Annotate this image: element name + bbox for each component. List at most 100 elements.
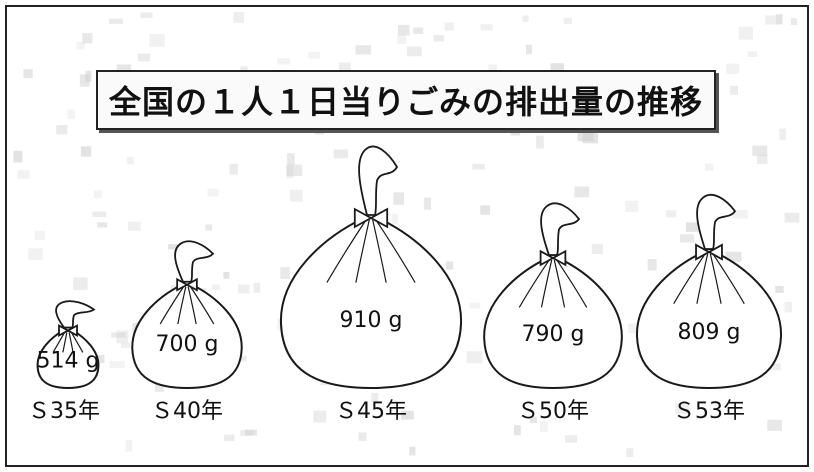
background-speckle	[666, 210, 677, 218]
background-speckle	[85, 70, 92, 82]
background-speckle	[563, 17, 573, 24]
year-label: Ｓ35年	[28, 399, 100, 424]
background-speckle	[207, 188, 219, 197]
background-speckle	[536, 135, 544, 149]
bag-fold	[177, 286, 187, 325]
year-label: Ｓ50年	[517, 399, 589, 424]
background-speckle	[287, 153, 295, 166]
background-speckle	[392, 213, 398, 224]
bag-fold	[355, 219, 370, 283]
bag-twist	[540, 202, 581, 256]
background-speckle	[212, 284, 220, 290]
background-speckle	[34, 230, 45, 241]
bag-body	[483, 257, 623, 390]
background-speckle	[245, 429, 257, 436]
bag-value-label: 809 g	[678, 320, 741, 345]
background-speckle	[149, 34, 165, 47]
bag-bow	[695, 243, 723, 261]
background-speckle	[126, 156, 134, 165]
bag-fold	[709, 253, 722, 304]
background-speckle	[109, 361, 125, 369]
background-speckle	[338, 62, 351, 73]
bag-twist	[55, 300, 96, 329]
bag-fold	[673, 253, 706, 305]
background-speckle	[446, 261, 454, 270]
background-speckle	[308, 51, 320, 59]
background-speckle	[13, 150, 23, 163]
background-speckle	[111, 332, 126, 338]
background-speckle	[444, 22, 454, 31]
bag-fold	[712, 253, 745, 305]
background-speckle	[56, 125, 68, 135]
background-speckle	[525, 44, 532, 55]
bag-fold	[372, 219, 387, 283]
background-speckle	[121, 342, 131, 348]
background-speckle	[355, 45, 372, 55]
background-speckle	[286, 166, 294, 179]
bag-value-label: 700 g	[156, 332, 219, 357]
bag-fold	[375, 219, 416, 283]
background-speckle	[775, 286, 784, 293]
bag-twist	[696, 193, 737, 250]
background-speckle	[97, 222, 108, 228]
background-speckle	[522, 15, 529, 22]
background-speckle	[253, 282, 261, 293]
bag-body	[36, 329, 100, 390]
background-speckle	[779, 128, 786, 140]
year-label: Ｓ53年	[673, 399, 745, 424]
bag-fold	[187, 286, 197, 325]
bag-body	[636, 251, 782, 390]
garbage-bag-4: 790 g Ｓ50年	[483, 202, 623, 424]
background-speckle	[286, 164, 303, 177]
background-speckle	[647, 259, 657, 271]
background-speckle	[726, 63, 740, 74]
background-speckle	[116, 330, 129, 344]
background-speckle	[730, 85, 738, 95]
background-speckle	[510, 129, 521, 136]
bag-value-label: 790 g	[522, 322, 585, 347]
bag-body	[279, 217, 463, 390]
background-speckle	[409, 446, 416, 456]
background-speckle	[757, 155, 768, 164]
bag-fold	[52, 332, 66, 353]
background-speckle	[140, 12, 153, 19]
background-speckle	[393, 192, 404, 205]
background-speckle	[540, 420, 548, 432]
background-speckle	[28, 248, 43, 260]
bag-bow	[353, 207, 389, 229]
bag-fold	[518, 259, 550, 308]
background-speckle	[480, 24, 493, 31]
background-speckle	[154, 381, 164, 393]
bag-fold	[189, 286, 215, 325]
bag-fold	[556, 259, 588, 308]
year-label: Ｓ40年	[151, 399, 223, 424]
background-speckle	[233, 12, 244, 23]
background-speckle	[591, 244, 603, 254]
background-speckle	[747, 51, 758, 57]
bag-fold	[159, 286, 185, 325]
background-speckle	[790, 18, 798, 25]
background-speckle	[223, 272, 230, 279]
background-speckle	[371, 392, 379, 402]
bag-fold	[70, 332, 84, 353]
background-speckle	[240, 66, 248, 73]
bag-fold	[553, 259, 566, 308]
background-speckle	[685, 222, 701, 232]
bag-bow	[539, 249, 567, 267]
background-speckle	[23, 69, 33, 79]
bag-bow	[176, 277, 198, 292]
background-speckle	[109, 18, 123, 24]
background-speckle	[480, 205, 491, 215]
bag-twist	[358, 145, 399, 216]
bag-value-label: 910 g	[340, 308, 403, 333]
background-speckle	[765, 363, 781, 371]
background-speckle	[574, 186, 590, 198]
chart-title-box: 全国の１人１日当りごみの排出量の推移	[96, 70, 716, 130]
background-speckle	[358, 432, 367, 441]
background-speckle	[680, 234, 695, 243]
background-speckle	[675, 403, 690, 415]
garbage-bag-2: 700 g Ｓ40年	[131, 240, 243, 424]
background-speckle	[626, 448, 634, 457]
